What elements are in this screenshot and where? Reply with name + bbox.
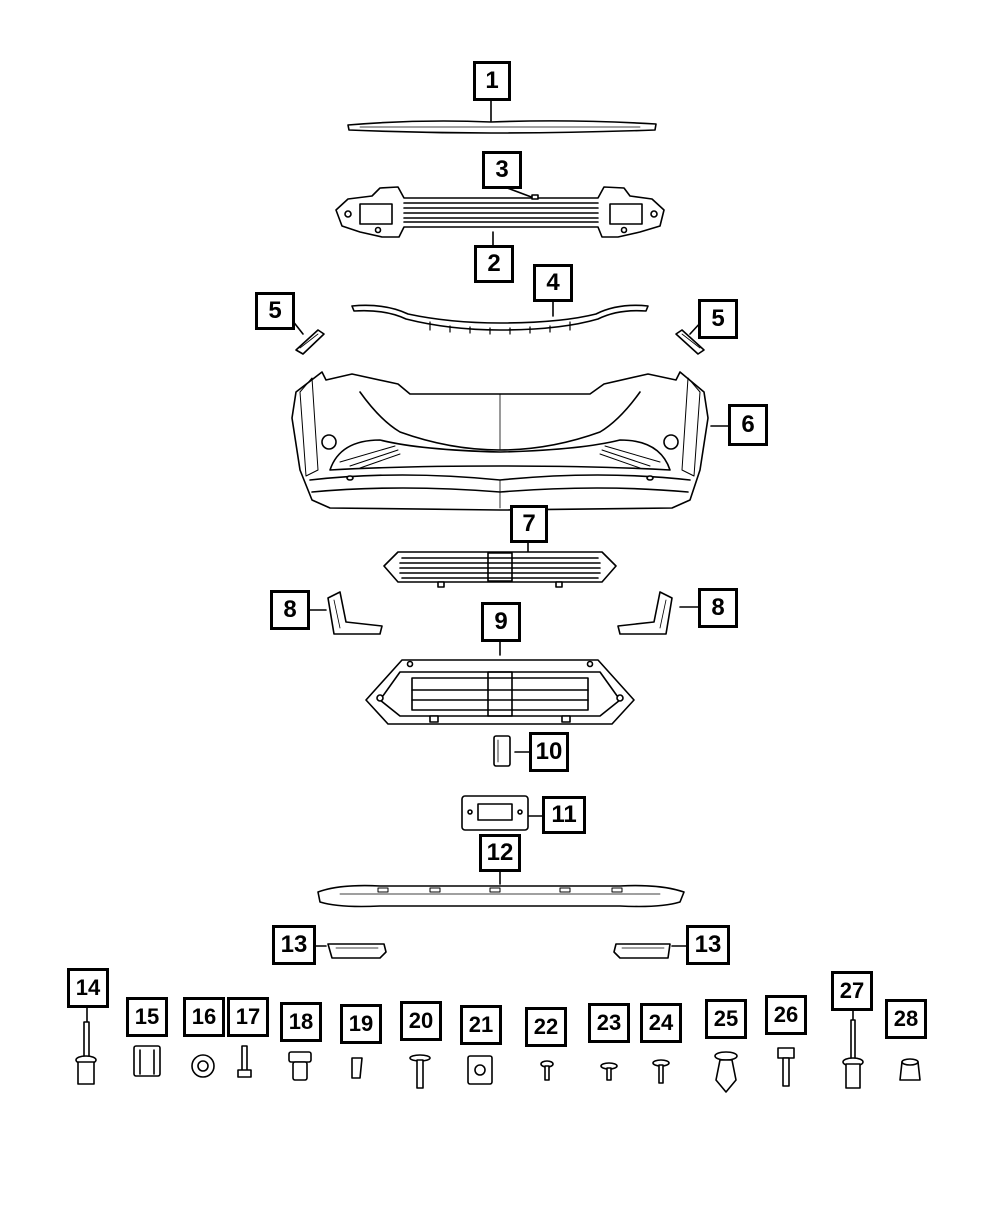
callout-8-right: 8 [698,588,738,628]
part-18-grommet [289,1052,311,1080]
callout-28: 28 [885,999,927,1039]
callout-8-left: 8 [270,590,310,630]
part-21-nut [468,1056,492,1084]
callout-15: 15 [126,997,168,1037]
callout-25: 25 [705,999,747,1039]
part-14-rivet [76,1022,96,1084]
part-23-screw [601,1063,617,1080]
part-26-bolt [778,1048,794,1086]
part-6-fascia [292,372,708,510]
part-4-upper-trim [352,305,648,334]
part-19-clip [352,1058,362,1078]
callout-7: 7 [510,505,548,543]
callout-9: 9 [481,602,521,642]
callout-13-left: 13 [272,925,316,965]
callout-24: 24 [640,1003,682,1043]
part-25-push-pin [715,1052,737,1092]
part-9-carrier [366,660,634,724]
callout-5-right: 5 [698,299,738,339]
part-24-screw [653,1060,669,1083]
callout-11: 11 [542,796,586,834]
part-11-license-bracket [462,796,528,830]
callout-16: 16 [183,997,225,1037]
part-20-bolt [410,1055,430,1088]
part-2-reinforcement-beam [336,187,664,237]
part-12-valance [318,886,684,907]
callout-10: 10 [529,732,569,772]
callout-19: 19 [340,1004,382,1044]
part-1-fascia-strip [348,121,656,133]
callout-21: 21 [460,1005,502,1045]
part-10-small-bracket [494,736,510,766]
part-17-stud [238,1046,251,1077]
callout-3: 3 [482,151,522,189]
callout-27: 27 [831,971,873,1011]
part-27-rivet [843,1020,863,1088]
callout-2: 2 [474,245,514,283]
callout-17: 17 [227,997,269,1037]
part-28-nut [900,1059,920,1080]
callout-4: 4 [533,264,573,302]
part-8-bracket-left [328,592,382,634]
callout-23: 23 [588,1003,630,1043]
callout-14: 14 [67,968,109,1008]
part-7-grille-shutter [384,552,616,587]
callout-20: 20 [400,1001,442,1041]
part-15-clip [134,1046,160,1076]
callout-18: 18 [280,1002,322,1042]
callout-6: 6 [728,404,768,446]
part-8-bracket-right [618,592,672,634]
part-13-reflector-left [328,944,386,958]
callout-1: 1 [473,61,511,101]
callout-5-left: 5 [255,292,295,330]
callout-12: 12 [479,834,521,872]
callout-22: 22 [525,1007,567,1047]
callout-26: 26 [765,995,807,1035]
part-5-bracket-left [296,330,324,354]
part-22-screw [541,1061,553,1080]
part-16-push-nut [192,1055,214,1077]
callout-13-right: 13 [686,925,730,965]
part-5-bracket-right [676,330,704,354]
part-13-reflector-right [614,944,670,958]
